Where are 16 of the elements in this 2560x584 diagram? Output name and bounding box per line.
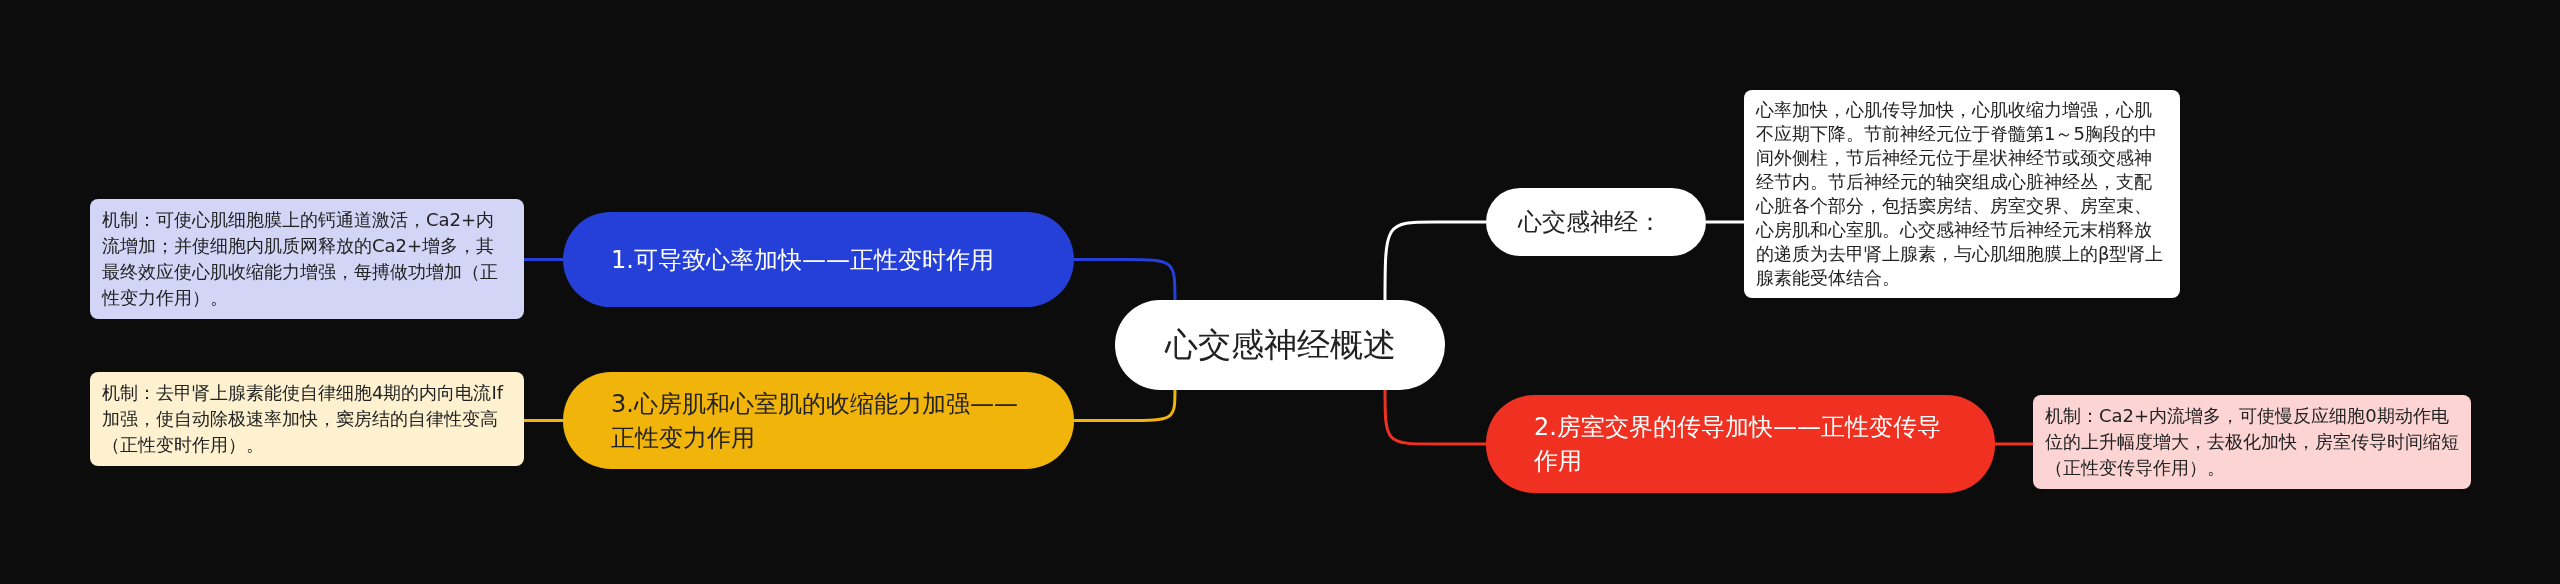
connector-line: [1995, 442, 2033, 446]
central-topic: 心交感神经概述: [1115, 300, 1445, 390]
connector-line: [1706, 220, 1744, 224]
note-card: 机制：Ca2+内流增多，可使慢反应细胞0期动作电位的上升幅度增大，去极化加快，房室传导时间缩短（正性变传导作用）。: [2033, 395, 2471, 489]
note-card: 心率加快，心肌传导加快，心肌收缩力增强，心肌不应期下降。节前神经元位于脊髓第1～5胸段的中间外侧柱，节后神经元位于星状神经节或颈交感神经节内。节后神经元的轴突组成心脏神经丛，支配心脏各个部分，包括窦房结、房室交界、房室束、心房肌和心室肌。心交感神经节后神经元末梢释放的递质为去甲肾上腺素，与心肌细胞膜上的β型肾上腺素能受体结合。: [1744, 90, 2180, 298]
branch-topic: 3.心房肌和心室肌的收缩能力加强——正性变力作用: [563, 372, 1074, 469]
connector-line: [524, 419, 563, 422]
connector-line: [1383, 220, 1486, 302]
branch-topic: 心交感神经：: [1486, 188, 1706, 256]
note-card: 机制：去甲肾上腺素能使自律细胞4期的内向电流If加强，使自动除极速率加快，窦房结的自律性变高（正性变时作用）。: [90, 372, 524, 466]
connector-line: [524, 258, 563, 261]
note-card: 机制：可使心肌细胞膜上的钙通道激活，Ca2+内流增加；并使细胞内肌质网释放的Ca2+增多，其最终效应使心肌收缩能力增强，每搏做功增加（正性变力作用）。: [90, 199, 524, 319]
branch-topic: 1.可导致心率加快——正性变时作用: [563, 212, 1074, 307]
connector-line: [1074, 258, 1177, 302]
branch-topic: 2.房室交界的传导加快——正性变传导作用: [1486, 395, 1995, 493]
connector-line: [1383, 388, 1486, 446]
